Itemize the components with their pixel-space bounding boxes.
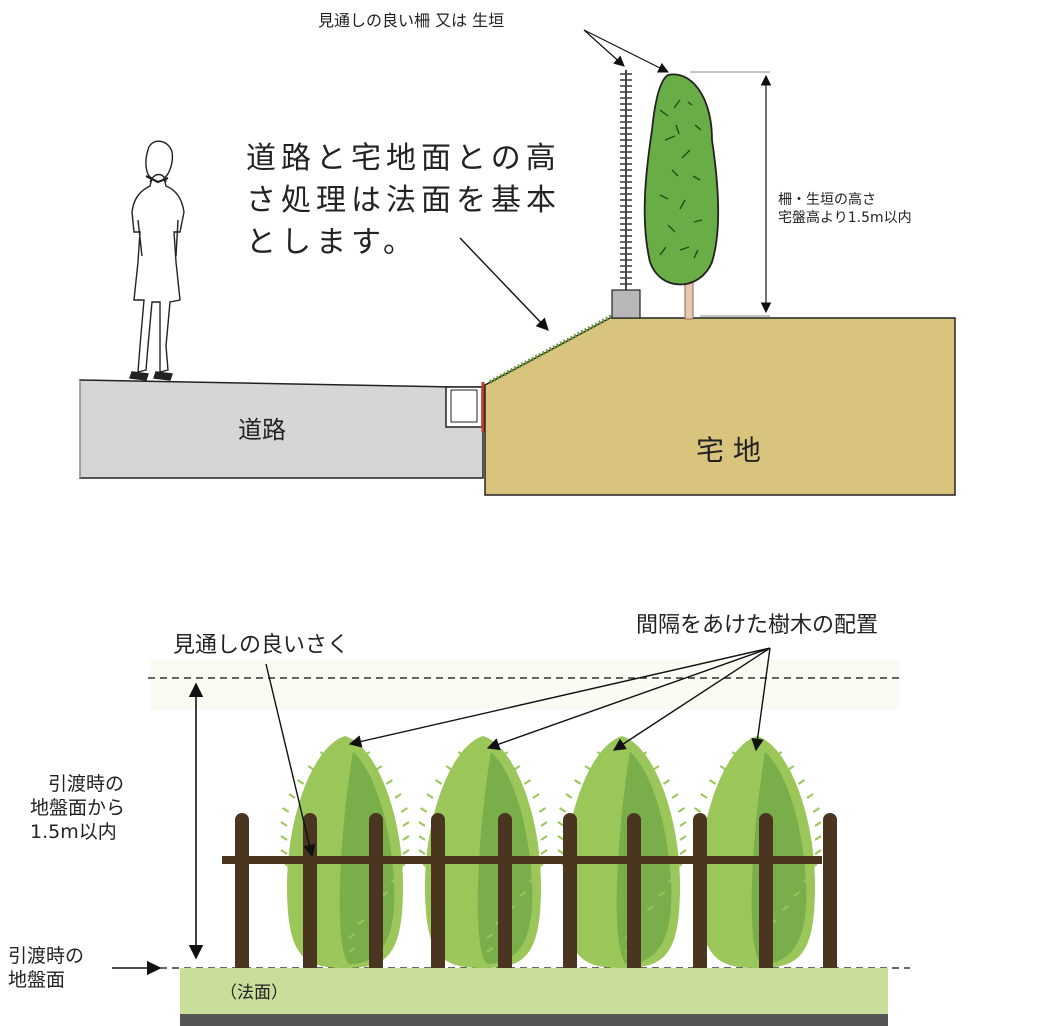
fence-label-arrow (265, 663, 316, 858)
height-label-line-2: 地盤面から (30, 797, 125, 819)
slope-note-line-2: さ処理は法面を基本 (246, 183, 561, 218)
bush-tree-3 (557, 736, 687, 968)
gutter-icon (445, 382, 485, 432)
height-label-line-3: 1.5m以内 (30, 821, 117, 843)
fence-hedge-label: 見通しの良い柵 又は 生垣 (318, 11, 504, 30)
fence-post-1 (235, 813, 249, 968)
tree-label-arrows (348, 647, 771, 752)
trees-label: 間隔をあけた樹木の配置 (636, 613, 878, 638)
slope-note-line-1: 道路と宅地面との高 (246, 141, 561, 176)
top-section: 見通しの良い柵 又は 生垣 道路と宅地面との高 さ処理は法面を基本 とします。 … (79, 11, 956, 496)
fence-post-7 (627, 813, 641, 968)
ground-label-line-2: 地盤面 (8, 969, 65, 991)
note-arrow (459, 237, 549, 331)
slope-band (180, 968, 888, 1014)
fence-post-10 (823, 813, 837, 968)
fence-post-5 (498, 813, 512, 968)
ground-label-line-1: 引渡時の (8, 945, 84, 967)
road-label: 道路 (238, 416, 286, 444)
fence-rail (222, 856, 822, 864)
height-label-line-2: 宅盤高より1.5m以内 (778, 209, 912, 226)
label-arrow-hedge (583, 29, 669, 73)
fence-post-9 (759, 813, 773, 968)
fence-post-4 (431, 813, 445, 968)
slope-label: （法面） (220, 983, 288, 1003)
lot-shape (484, 317, 956, 496)
bush-tree-1 (280, 736, 410, 968)
bottom-section: 見通しの良いさく 間隔をあけた樹木の配置 引渡時の 地盤面から 1.5m以内 引… (8, 613, 910, 1026)
bush-tree-4 (692, 736, 822, 968)
person-icon (129, 140, 185, 381)
fence-post-8 (693, 813, 707, 968)
fence-post-2 (303, 813, 317, 968)
label-arrow-fence (583, 29, 625, 67)
tree-icon (643, 73, 719, 320)
fence-post-3 (369, 813, 383, 968)
base-band (180, 1014, 888, 1026)
height-label-line-1: 柵・生垣の高さ (778, 191, 876, 208)
slope-note-line-3: とします。 (246, 225, 418, 260)
fence-label: 見通しの良いさく (173, 633, 349, 658)
height-label-line-1: 引渡時の (48, 773, 124, 795)
tree-row (280, 736, 822, 968)
slope-grass (489, 314, 613, 384)
fence-post-6 (563, 813, 577, 968)
height-dimension (690, 71, 772, 317)
fence-icon (611, 70, 641, 319)
lot-label: 宅 地 (696, 434, 761, 467)
